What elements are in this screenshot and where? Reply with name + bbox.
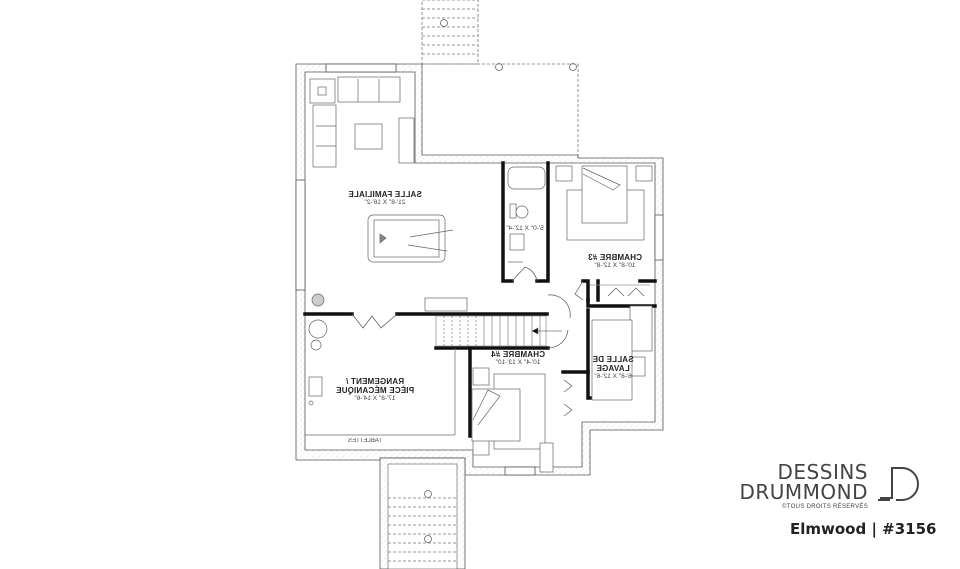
top-patio bbox=[422, 63, 579, 155]
room-label-salle-familiale: SALLE FAMILIALE 21'-8" X 16'-2" bbox=[348, 190, 422, 206]
brand-line-1: DESSINS bbox=[777, 460, 868, 484]
room-label-bath-dims: 5'-0" X 12'-4" bbox=[506, 225, 544, 232]
brand-copyright: ©TOUS DROITS RÉSERVÉS bbox=[782, 504, 868, 510]
brand-line-2: DRUMMOND bbox=[739, 480, 868, 504]
room-label-chambre-3: CHAMBRE #3 10'-8" X 12'-8" bbox=[588, 253, 643, 269]
chambre3-furniture bbox=[555, 165, 653, 286]
laundry-fixtures bbox=[591, 305, 653, 401]
shelves-label: TABLETTES bbox=[348, 438, 382, 444]
room-label-rangement: RANGEMENT / PIÈCE MÉCANIQUE 17'-8" X 14'… bbox=[335, 377, 415, 402]
brand-block: DESSINS DRUMMOND ©TOUS DROITS RÉSERVÉS bbox=[739, 462, 868, 510]
chambre4-furniture bbox=[471, 367, 554, 473]
mechanical-room-furniture bbox=[305, 319, 456, 436]
room-label-salle-de-lavage: SALLE DE LAVAGE 6'-8" X 12'-6" bbox=[592, 355, 634, 380]
room-label-chambre-4: CHAMBRE #4 10'-4" X 13'-10" bbox=[491, 350, 546, 366]
family-room-furniture bbox=[309, 76, 468, 312]
bottom-exterior-stairs bbox=[379, 457, 466, 569]
top-exterior-stairs bbox=[421, 0, 479, 65]
interior-stairs bbox=[435, 315, 562, 347]
bathroom-fixtures bbox=[507, 166, 546, 263]
drummond-logo-icon bbox=[878, 467, 919, 501]
model-name: Elmwood | #3156 bbox=[790, 520, 937, 538]
